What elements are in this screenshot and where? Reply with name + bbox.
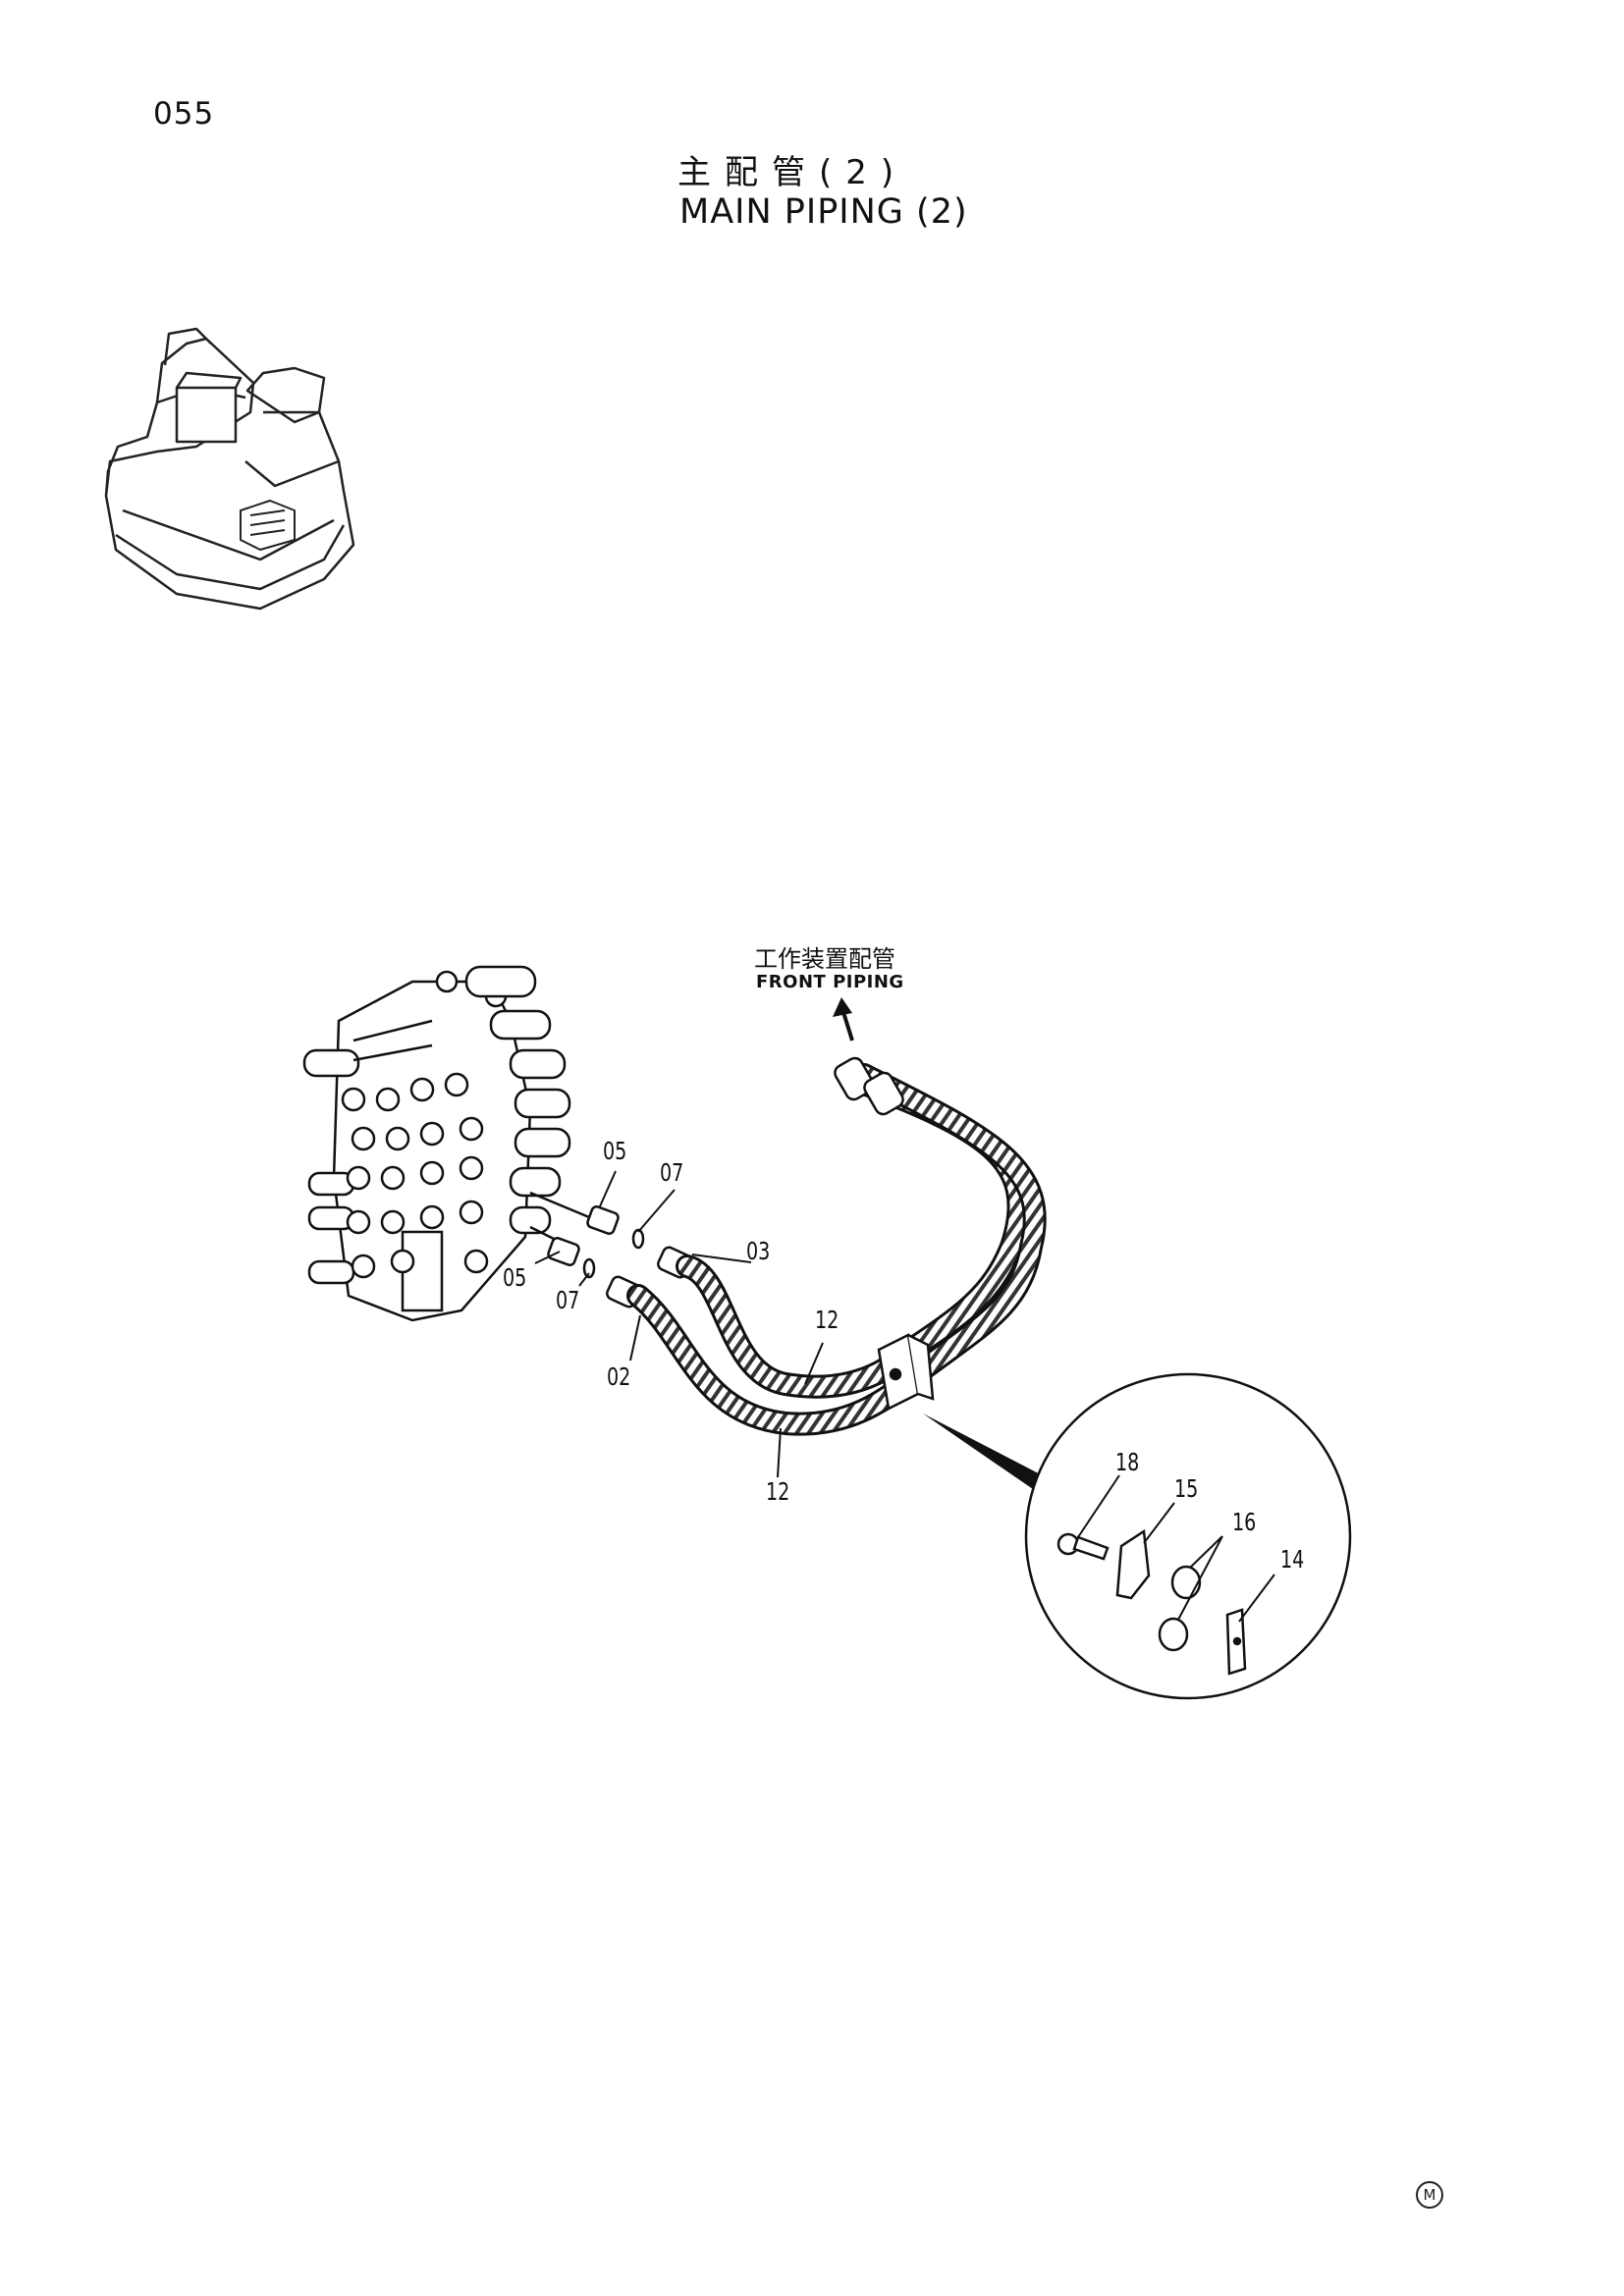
footer-circled-mark: M — [1416, 2181, 1443, 2209]
callout-16: 16 — [1232, 1508, 1257, 1536]
callout-12-lower: 12 — [766, 1477, 790, 1506]
detail-pointer-wedge — [923, 1414, 1056, 1500]
callout-14: 14 — [1280, 1545, 1305, 1574]
fitting-parts — [529, 1191, 692, 1308]
front-piping-label-chinese: 工作装置配管 — [754, 945, 895, 973]
callout-07-lower: 07 — [556, 1286, 580, 1314]
excavator-locator-illustration — [104, 327, 355, 611]
front-piping-arrow — [833, 997, 854, 1041]
callout-07-upper: 07 — [660, 1158, 684, 1187]
page-title: MAIN PIPING (2) — [679, 192, 968, 232]
callout-leader-lines — [534, 1170, 1275, 1623]
hose-clamp — [877, 1333, 935, 1411]
page-title-chinese: 主配管(2) — [677, 153, 908, 192]
hose-assembly — [626, 1056, 1047, 1436]
callout-15: 15 — [1174, 1474, 1199, 1503]
control-valve-assembly — [302, 965, 571, 1322]
front-piping-label: FRONT PIPING — [756, 972, 904, 992]
callout-05-upper: 05 — [603, 1137, 627, 1165]
callout-18: 18 — [1115, 1448, 1140, 1476]
callout-12-upper: 12 — [815, 1306, 839, 1334]
page-number: 055 — [153, 96, 215, 132]
detail-view-circle — [1024, 1372, 1352, 1700]
callout-05-lower: 05 — [503, 1263, 527, 1292]
callout-03: 03 — [746, 1237, 771, 1265]
callout-02: 02 — [607, 1362, 631, 1391]
